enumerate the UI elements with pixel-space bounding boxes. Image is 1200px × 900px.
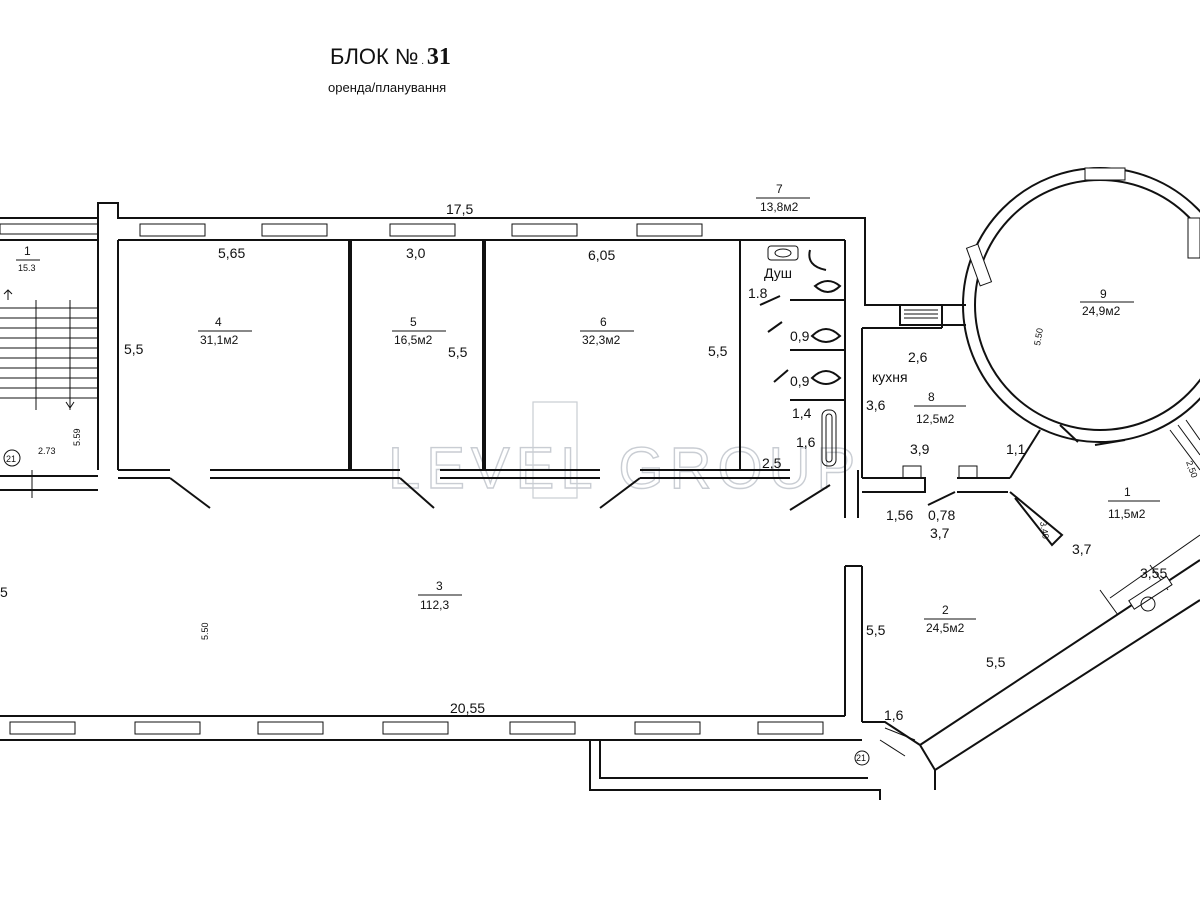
axis-marker-bottom: 21 [856,753,866,763]
svg-text:24,5м2: 24,5м2 [926,621,965,635]
svg-text:3: 3 [436,579,443,593]
dimension-sink-2: 1,6 [796,434,816,450]
block-title-prefix: БЛОК № [330,44,419,69]
round-room [942,167,1200,547]
dimension-bottom-total: 20,55 [450,700,485,716]
svg-text:15.3: 15.3 [18,263,36,273]
dimension-room1b-side: 3,7 [1072,541,1092,557]
axis-marker-left: 21 [6,454,16,464]
dimension-hall-left: 5 [0,584,8,600]
room-label-8: 8 12,5м2 [914,390,966,426]
office-partitions [117,240,831,511]
dimension-wc1: 0,9 [790,328,810,344]
block-number: 31 [426,44,451,70]
dimension-round-door: 1,1 [1006,441,1026,457]
dimension-passage: 1,56 [886,507,913,523]
svg-text:31,1м2: 31,1м2 [200,333,239,347]
kitchen-room [861,304,1010,506]
dimension-entry: 1,6 [884,707,904,723]
dimension-kitchen-front: 3,7 [930,525,950,541]
svg-text:8: 8 [928,390,935,404]
dimension-room4-width: 5,65 [218,245,245,261]
dimension-stair-depth: 5.59 [72,428,82,446]
dimension-sink-1: 1,4 [792,405,812,421]
room-label-5: 5 16,5м2 [392,315,446,347]
svg-text:1: 1 [1124,485,1131,499]
svg-text:2: 2 [942,603,949,617]
dimension-room1b-front: 3,55 [1140,565,1167,581]
room-label-4: 4 31,1м2 [198,315,252,347]
kitchen-label: кухня [872,369,908,385]
dimension-corridor-door: 2,5 [762,455,782,471]
room-label-1a: 1 15.3 [16,244,40,273]
dimension-kitchen-width: 2,6 [908,349,928,365]
svg-text:9: 9 [1100,287,1107,301]
room-label-6: 6 32,3м2 [580,315,634,347]
svg-text:32,3м2: 32,3м2 [582,333,621,347]
room-label-1b: 1 11,5м2 [1108,485,1160,521]
svg-text:4: 4 [215,315,222,329]
dimension-room6-width: 6,05 [588,247,615,263]
svg-text:6: 6 [600,315,607,329]
dimension-room2-diag: 5,5 [986,654,1006,670]
dimension-room6-depth: 5,5 [708,343,728,359]
dimension-room4-depth: 5,5 [124,341,144,357]
svg-text:16,5м2: 16,5м2 [394,333,433,347]
watermark-tower-shape [532,401,578,499]
dimension-labels: 17,5 5,65 3,0 6,05 5,5 5,5 5,5 1.8 0,9 0… [0,201,1200,723]
sanitary-block [759,245,859,518]
block-title: БЛОК № . 31 [330,44,451,70]
room-label-2: 2 24,5м2 [924,603,976,635]
dimension-kitchen-depth: 3,6 [866,397,886,413]
stair-room [0,240,99,498]
dimension-wc2: 0,9 [790,373,810,389]
shower-label: Душ [764,265,792,281]
svg-text:5: 5 [410,315,417,329]
svg-text:1: 1 [24,244,31,258]
svg-text:7: 7 [776,182,783,196]
dimension-hall-depth: 5.50 [200,622,210,640]
lobby-room [3,449,1200,790]
block-subtitle: оренда/планування [328,80,447,95]
svg-text:12,5м2: 12,5м2 [916,412,955,426]
dimension-kitchen-bottom: 3,9 [910,441,930,457]
svg-text:13,8м2: 13,8м2 [760,200,799,214]
dimension-room5-depth: 5,5 [448,344,468,360]
svg-text:11,5м2: 11,5м2 [1108,507,1146,521]
dimension-shower-door: 1.8 [748,285,768,301]
dimension-stair-width: 2.73 [38,446,56,456]
top-exterior-wall [0,202,900,470]
dimension-wall-angle: 3.40 [1038,521,1051,540]
dimension-room2-left: 5,5 [866,622,886,638]
svg-text:112,3: 112,3 [420,598,449,612]
room-label-7: 7 13,8м2 [756,182,810,214]
dimension-door-width: 0,78 [928,507,955,523]
dimension-top-total: 17,5 [446,201,473,217]
dimension-round-radius: 5.50 [1032,327,1045,346]
room-label-3: 3 112,3 [418,579,462,612]
watermark: LEVEL GROUP [388,436,861,501]
dimension-room5-width: 3,0 [406,245,426,261]
svg-text:24,9м2: 24,9м2 [1082,304,1121,318]
hall-room [0,565,881,800]
dimension-stair-right: 2,50 [1184,459,1199,479]
room-label-9: 9 24,9м2 [1080,287,1134,318]
room-labels: 1 15.3 4 31,1м2 5 16,5м2 6 32,3м2 7 13,8… [6,182,1160,763]
